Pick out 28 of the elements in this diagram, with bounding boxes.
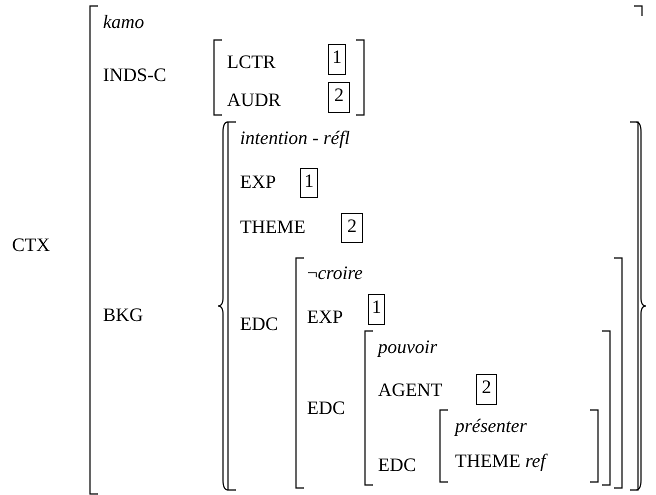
- feature-label: BKG: [103, 305, 144, 327]
- feature-label: EXP: [240, 172, 276, 194]
- type-label: intention - réfl: [240, 128, 350, 150]
- type-label: LCTR: [227, 52, 276, 74]
- feature-label: INDS-C: [103, 65, 166, 87]
- coindex-tag: 2: [476, 374, 497, 405]
- feature-matrix: [296, 258, 622, 488]
- coindex-tag: 1: [328, 44, 346, 75]
- type-label: présenter: [455, 416, 527, 438]
- feature-label: EDC: [378, 455, 416, 477]
- feature-matrix: [214, 40, 364, 115]
- feature-label: AUDR: [227, 90, 281, 112]
- feature-matrix: [440, 410, 598, 482]
- type-label: ¬croire: [307, 263, 363, 285]
- feature-label: THEME: [240, 217, 306, 239]
- feature-label: CTX: [12, 235, 50, 257]
- coindex-tag: 2: [341, 213, 363, 243]
- feature-label: EDC: [240, 314, 278, 336]
- coindex-tag: 2: [328, 82, 350, 113]
- feature-matrix: [365, 331, 610, 485]
- feature-label: EXP: [307, 307, 343, 329]
- feature-label: AGENT: [378, 380, 442, 402]
- coindex-tag: 1: [300, 168, 318, 198]
- coindex-tag: 1: [368, 294, 385, 325]
- feature-label: EDC: [307, 398, 345, 420]
- type-label: pouvoir: [378, 337, 438, 359]
- type-label: kamo: [103, 12, 144, 34]
- feature-label: THEME ref: [455, 451, 546, 473]
